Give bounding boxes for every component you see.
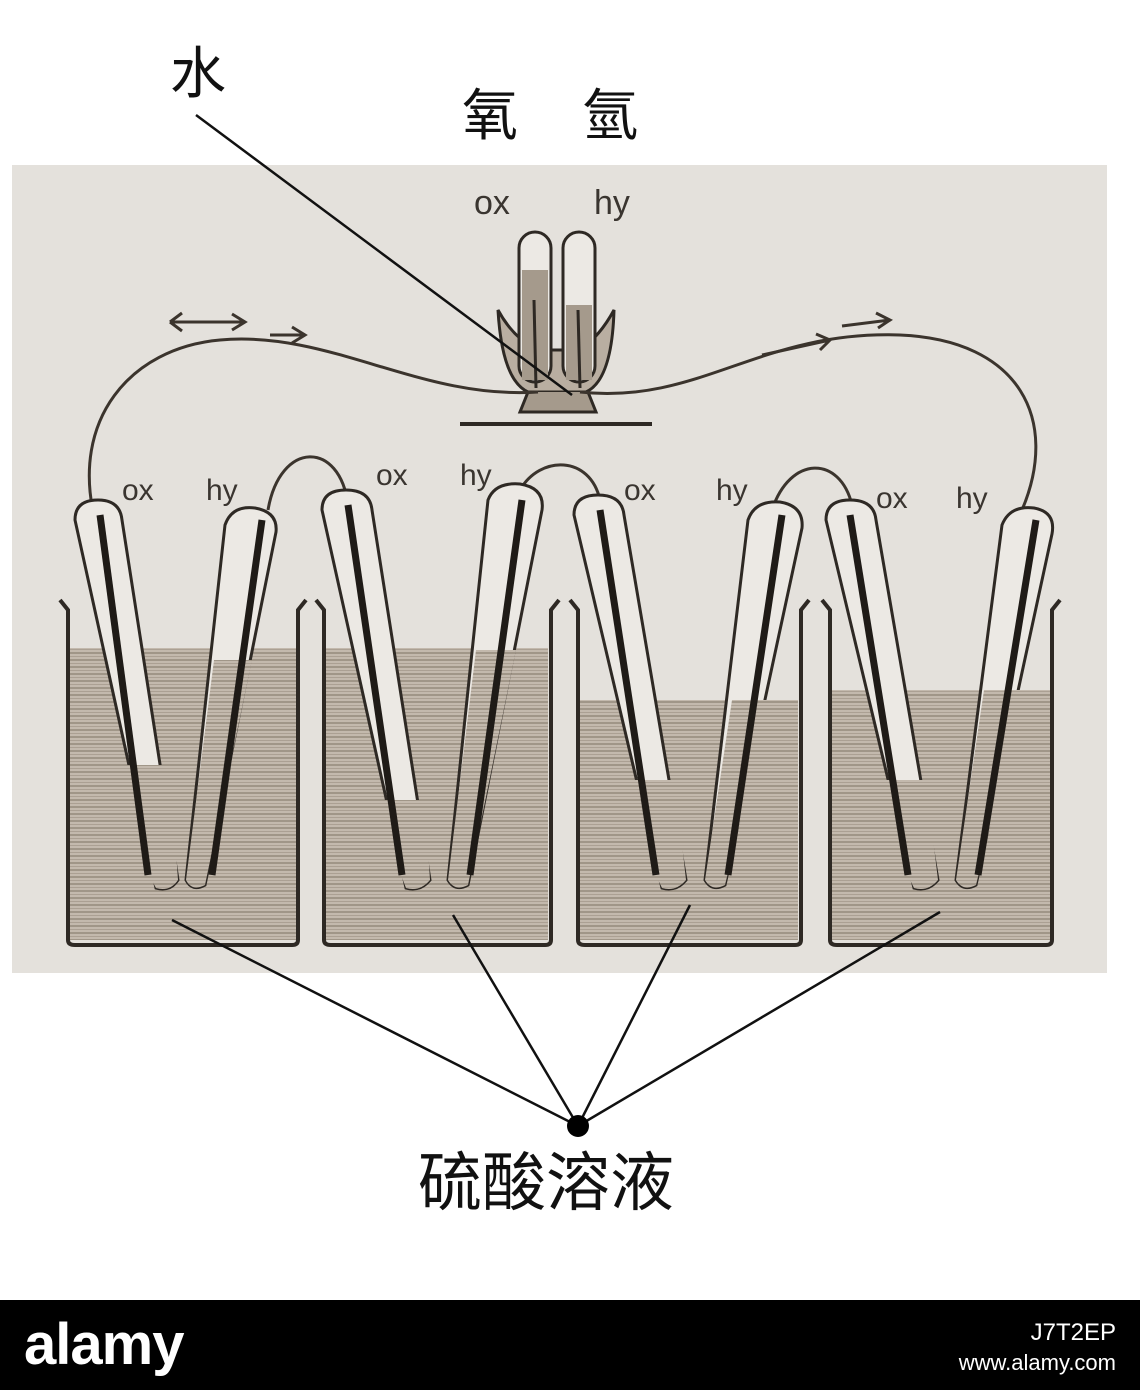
water-label: 水 bbox=[170, 42, 226, 107]
bridge-1-2 bbox=[266, 455, 350, 511]
beaker-4 bbox=[820, 498, 1062, 947]
beaker-1 bbox=[58, 498, 308, 947]
bridge-2-3 bbox=[518, 463, 602, 501]
top-hy-label: hy bbox=[594, 184, 630, 222]
left-wire bbox=[87, 337, 539, 521]
alamy-logo: alamy bbox=[24, 1312, 184, 1377]
footer-meta: J7T2EP www.alamy.com bbox=[959, 1318, 1116, 1378]
watermark-footer: alamy J7T2EP www.alamy.com bbox=[0, 1300, 1140, 1390]
top-ox-label: ox bbox=[474, 184, 510, 222]
gas-battery-diagram: 水 氧 氫 ox hy bbox=[12, 42, 1107, 1221]
beaker-2 bbox=[314, 482, 561, 947]
water-leader-line bbox=[195, 113, 573, 397]
hydrogen-label: 氫 bbox=[582, 84, 638, 149]
beaker-4-hy-label: hy bbox=[956, 482, 988, 515]
beaker-2-hy-label: hy bbox=[460, 459, 492, 492]
solution-leader-lines bbox=[171, 904, 941, 1128]
image-id: J7T2EP bbox=[1030, 1319, 1116, 1346]
right-wire bbox=[579, 333, 1038, 511]
oxygen-label: 氧 bbox=[462, 84, 518, 149]
beaker-1-ox-label: ox bbox=[122, 474, 154, 507]
bridge-3-4 bbox=[770, 466, 854, 511]
beaker-3-hy-label: hy bbox=[716, 474, 748, 507]
solution-label: 硫酸溶液 bbox=[418, 1147, 674, 1221]
right-arrow-icon bbox=[761, 311, 893, 357]
beaker-2-ox-label: ox bbox=[376, 459, 408, 492]
beaker-4-ox-label: ox bbox=[876, 482, 908, 515]
left-arrow-icon bbox=[169, 311, 308, 345]
solution-leader-dot bbox=[567, 1115, 589, 1137]
beaker-1-hy-label: hy bbox=[206, 474, 238, 507]
beaker-3 bbox=[568, 493, 811, 947]
footer-url: www.alamy.com bbox=[958, 1350, 1116, 1375]
beaker-3-ox-label: ox bbox=[624, 474, 656, 507]
